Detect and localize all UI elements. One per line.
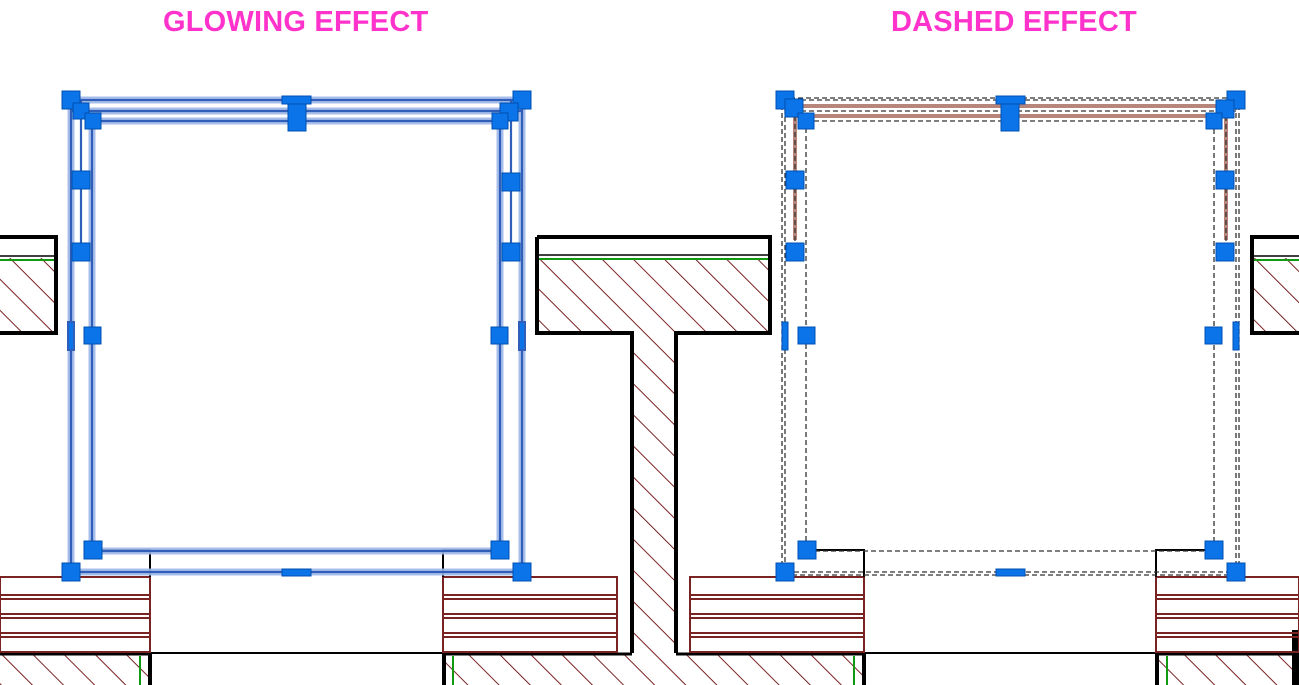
dashed-grips[interactable]	[775, 90, 1246, 582]
grip-handle[interactable]	[71, 170, 91, 190]
grip-handle[interactable]	[490, 326, 509, 345]
grip-handle[interactable]	[995, 568, 1026, 577]
grip-handle[interactable]	[785, 170, 805, 190]
grip-handle[interactable]	[83, 326, 102, 345]
grip-handle[interactable]	[61, 562, 81, 582]
grip-handle[interactable]	[797, 326, 816, 345]
grip-handle[interactable]	[1204, 326, 1223, 345]
grip-handle[interactable]	[1215, 170, 1235, 190]
grip-handle[interactable]	[797, 112, 815, 130]
grip-handle[interactable]	[512, 562, 532, 582]
dashed-selection[interactable]	[781, 97, 1240, 576]
grip-handle[interactable]	[281, 568, 312, 577]
grip-handle[interactable]	[797, 540, 817, 560]
grip-handle[interactable]	[71, 242, 91, 262]
grip-handle[interactable]	[785, 242, 805, 262]
grip-handle[interactable]	[281, 95, 312, 105]
wall-center-t	[535, 235, 772, 655]
grip-handle[interactable]	[491, 112, 509, 130]
grip-handle[interactable]	[1226, 562, 1246, 582]
dashed-effect-title: DASHED EFFECT	[891, 6, 1137, 38]
grip-handle[interactable]	[287, 103, 307, 132]
grip-handle[interactable]	[995, 95, 1026, 105]
wall-stub-left	[0, 235, 58, 335]
grip-handle[interactable]	[775, 562, 795, 582]
grip-handle[interactable]	[83, 540, 103, 560]
glowing-effect-title: GLOWING EFFECT	[163, 6, 429, 38]
wall-stub-right	[1250, 235, 1299, 335]
grip-handle[interactable]	[1000, 103, 1020, 132]
grip-handle[interactable]	[501, 172, 521, 192]
grip-handle[interactable]	[1205, 112, 1223, 130]
wall-geometry	[0, 235, 1299, 685]
grip-handle[interactable]	[84, 112, 102, 130]
floor-slab-bottom	[0, 630, 1299, 685]
grip-handle[interactable]	[1215, 242, 1235, 262]
grip-handle[interactable]	[1204, 540, 1224, 560]
grip-handle[interactable]	[490, 540, 510, 560]
glowing-grips[interactable]	[61, 90, 532, 582]
glowing-selection[interactable]	[67, 96, 526, 576]
grip-handle[interactable]	[501, 242, 521, 262]
